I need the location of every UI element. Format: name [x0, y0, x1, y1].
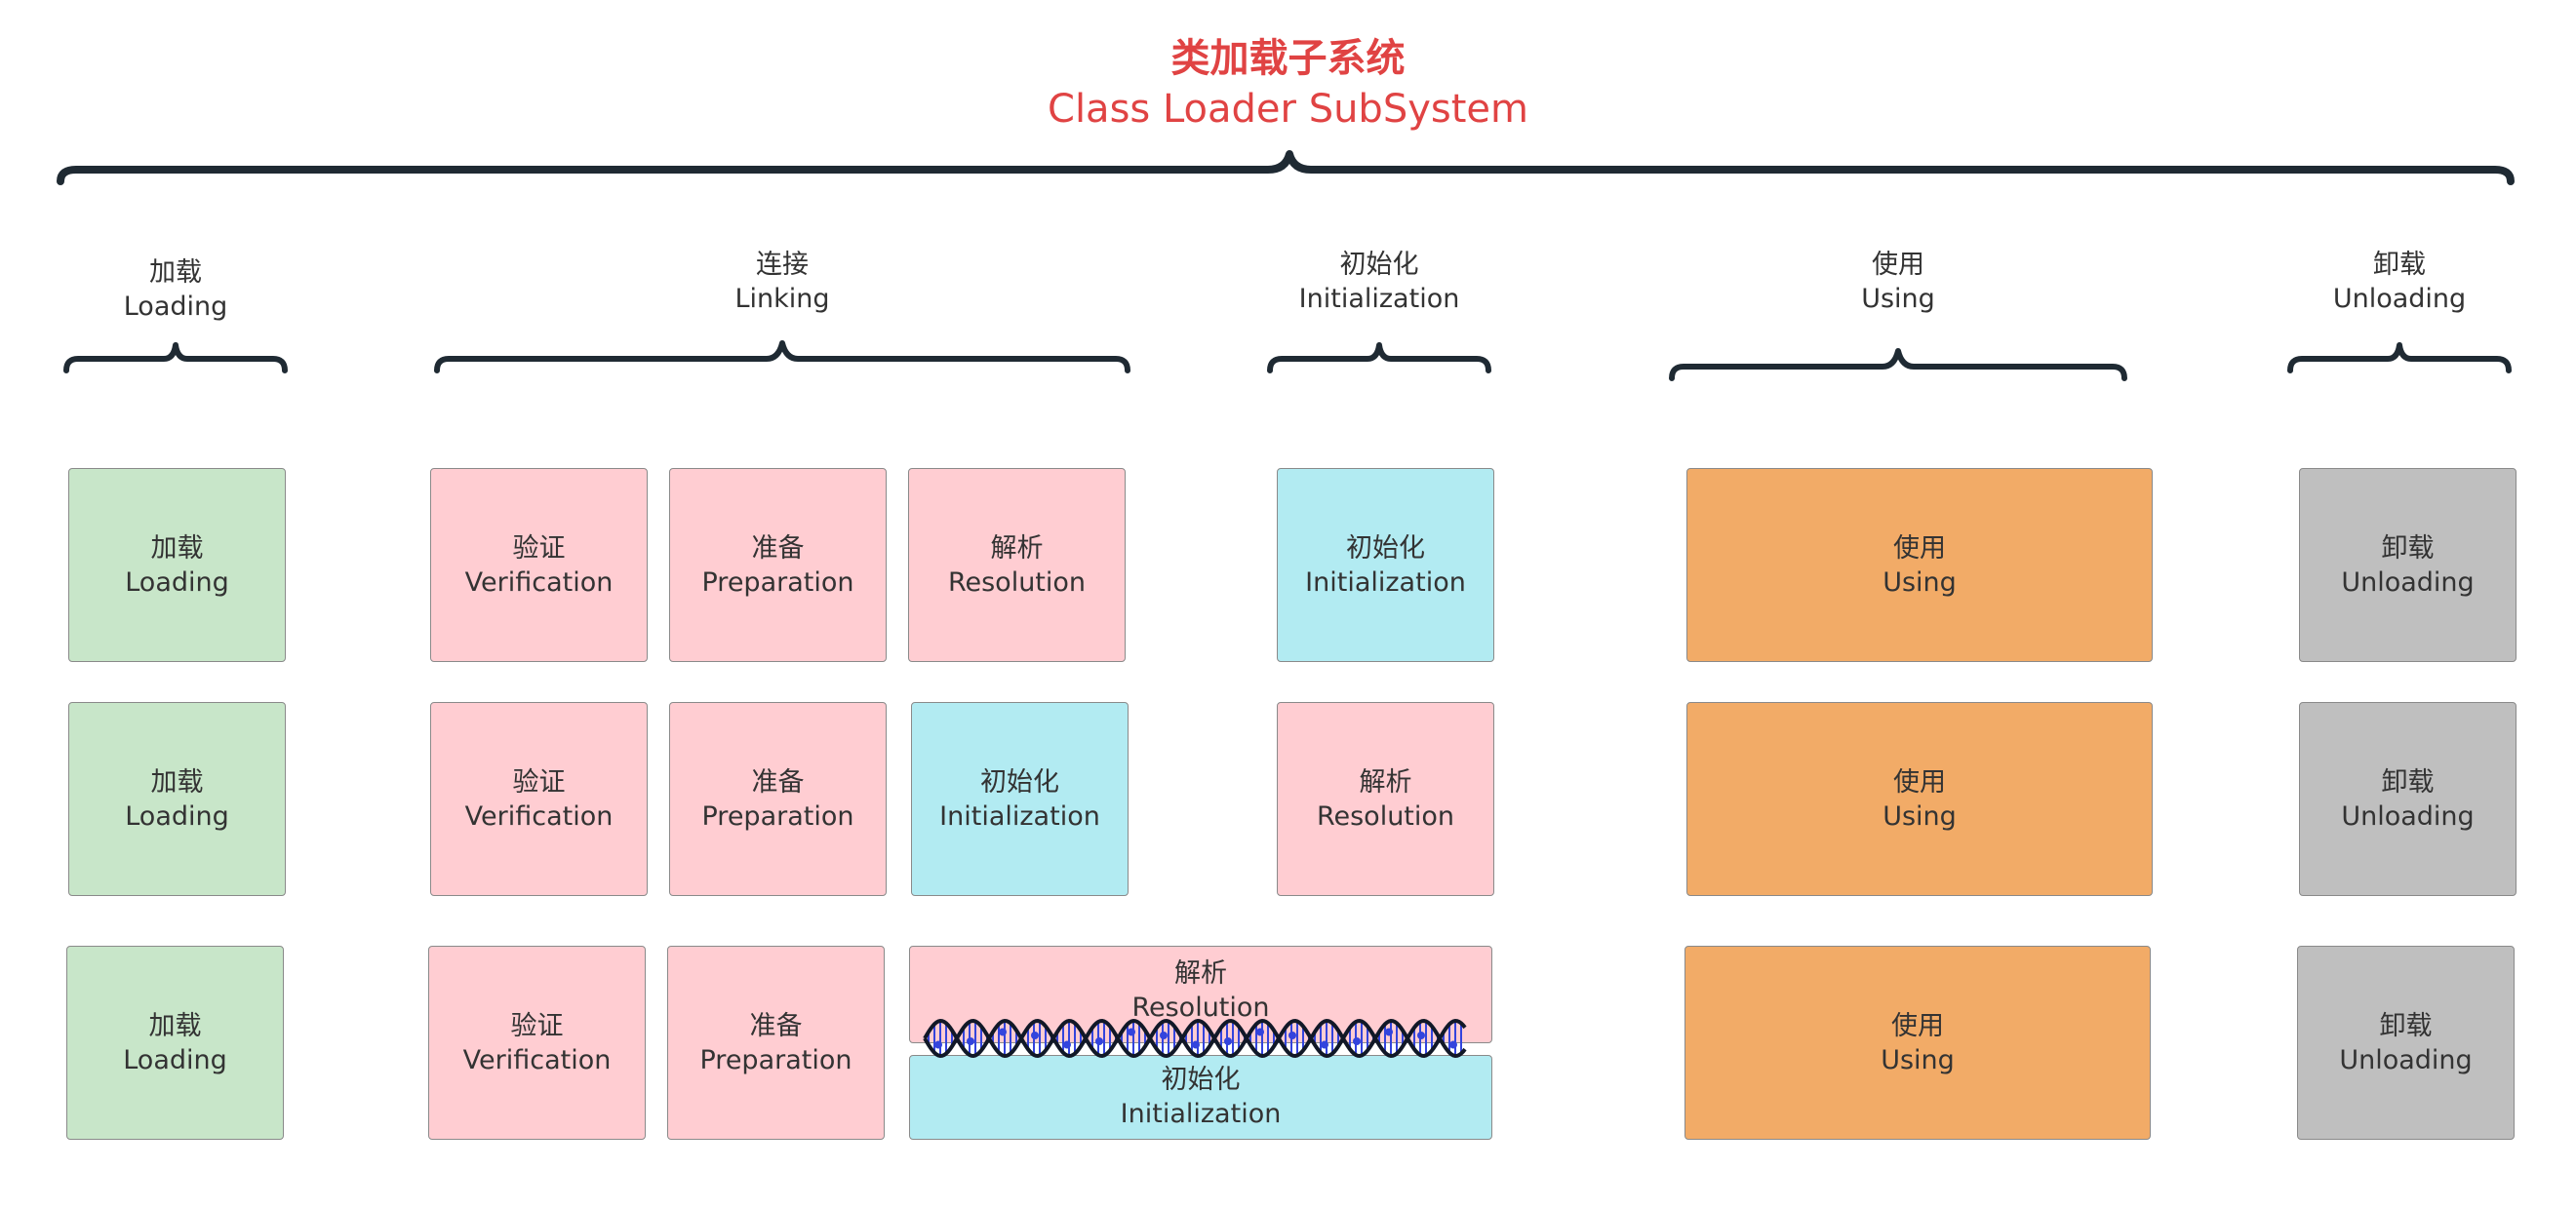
phase-label-unloading-cn: 卸载 [2373, 250, 2426, 280]
box-label-en: Unloading [2339, 1044, 2473, 1075]
box-label-en: Initialization [1305, 566, 1466, 598]
box-label-cn: 解析 [1359, 766, 1412, 798]
phase-label-linking-en: Linking [734, 284, 830, 314]
box-label-en: Using [1881, 1044, 1955, 1075]
row1-loading-box: 加载 Loading [68, 468, 286, 662]
row1-initialization-box: 初始化 Initialization [1277, 468, 1494, 662]
box-label-en: Loading [125, 800, 229, 832]
row1-using-box: 使用 Using [1686, 468, 2153, 662]
row2-preparation-box: 准备 Preparation [669, 702, 887, 896]
phase-label-unloading: 卸载 Unloading [2302, 248, 2497, 316]
box-label-cn: 准备 [751, 532, 805, 564]
phase-label-loading-en: Loading [123, 292, 228, 322]
phase-label-linking-cn: 连接 [756, 250, 809, 280]
brace-unloading [2287, 342, 2512, 373]
row1-unloading-box: 卸载 Unloading [2299, 468, 2517, 662]
row2-initialization-box: 初始化 Initialization [911, 702, 1129, 896]
box-label-cn: 验证 [510, 1010, 564, 1041]
row1-resolution-box: 解析 Resolution [908, 468, 1126, 662]
row2-loading-box: 加载 Loading [68, 702, 286, 896]
box-label-cn: 加载 [150, 532, 204, 564]
box-label-en: Verification [462, 1044, 612, 1075]
brace-using [1669, 348, 2127, 381]
box-label-en: Using [1882, 800, 1957, 832]
main-brace [57, 150, 2515, 185]
phase-label-unloading-en: Unloading [2332, 284, 2467, 314]
box-label-cn: 解析 [1174, 958, 1227, 989]
box-label-cn: 验证 [512, 766, 566, 798]
box-label-en: Preparation [701, 800, 854, 832]
box-label-cn: 卸载 [2379, 1010, 2433, 1041]
dna-helix-icon [923, 1019, 1467, 1058]
row2-verification-box: 验证 Verification [430, 702, 648, 896]
phase-label-linking: 连接 Linking [685, 248, 880, 316]
row3-unloading-box: 卸载 Unloading [2297, 946, 2515, 1140]
phase-label-loading-cn: 加载 [149, 257, 202, 288]
box-label-cn: 初始化 [1161, 1065, 1241, 1095]
brace-loading [63, 342, 288, 373]
box-label-en: Loading [125, 566, 229, 598]
phase-label-using-en: Using [1861, 284, 1935, 314]
box-label-cn: 准备 [751, 766, 805, 798]
row3-using-box: 使用 Using [1684, 946, 2151, 1140]
diagram-title: 类加载子系统 Class Loader SubSystem [0, 33, 2576, 135]
box-label-en: Initialization [1120, 1099, 1282, 1129]
box-label-cn: 卸载 [2381, 766, 2435, 798]
row3-resolution-box: 解析 Resolution [909, 946, 1492, 1043]
box-label-en: Verification [464, 800, 614, 832]
box-label-cn: 使用 [1893, 766, 1946, 798]
box-label-cn: 加载 [150, 766, 204, 798]
brace-initialization [1267, 342, 1491, 373]
box-label-cn: 解析 [990, 532, 1044, 564]
box-label-en: Loading [123, 1044, 227, 1075]
row3-preparation-box: 准备 Preparation [667, 946, 885, 1140]
box-label-en: Resolution [947, 566, 1087, 598]
box-label-cn: 使用 [1893, 532, 1946, 564]
row3-loading-box: 加载 Loading [66, 946, 284, 1140]
box-label-en: Preparation [699, 1044, 852, 1075]
box-label-cn: 初始化 [980, 766, 1059, 798]
row1-verification-box: 验证 Verification [430, 468, 648, 662]
box-label-en: Unloading [2341, 566, 2475, 598]
row2-resolution-box: 解析 Resolution [1277, 702, 1494, 896]
box-label-en: Preparation [701, 566, 854, 598]
box-label-cn: 加载 [148, 1010, 202, 1041]
box-label-cn: 准备 [749, 1010, 803, 1041]
title-en: Class Loader SubSystem [1048, 87, 1528, 132]
box-label-cn: 验证 [512, 532, 566, 564]
row2-unloading-box: 卸载 Unloading [2299, 702, 2517, 896]
row1-preparation-box: 准备 Preparation [669, 468, 887, 662]
phase-label-using: 使用 Using [1801, 248, 1996, 316]
phase-label-initialization-en: Initialization [1298, 284, 1460, 314]
box-label-cn: 卸载 [2381, 532, 2435, 564]
box-label-cn: 使用 [1891, 1010, 1944, 1041]
title-cn: 类加载子系统 [1170, 36, 1406, 81]
box-label-en: Unloading [2341, 800, 2475, 832]
row3-verification-box: 验证 Verification [428, 946, 646, 1140]
box-label-en: Initialization [939, 800, 1100, 832]
row3-initialization-box: 初始化 Initialization [909, 1055, 1492, 1140]
brace-linking [434, 340, 1130, 373]
box-label-en: Resolution [1316, 800, 1455, 832]
phase-label-initialization-cn: 初始化 [1339, 250, 1419, 280]
box-label-en: Verification [464, 566, 614, 598]
phase-label-using-cn: 使用 [1872, 250, 1924, 280]
box-label-en: Using [1882, 566, 1957, 598]
box-label-en: Resolution [1131, 993, 1270, 1023]
box-label-cn: 初始化 [1346, 532, 1425, 564]
phase-label-loading: 加载 Loading [78, 255, 273, 324]
phase-label-initialization: 初始化 Initialization [1262, 248, 1496, 316]
row2-using-box: 使用 Using [1686, 702, 2153, 896]
